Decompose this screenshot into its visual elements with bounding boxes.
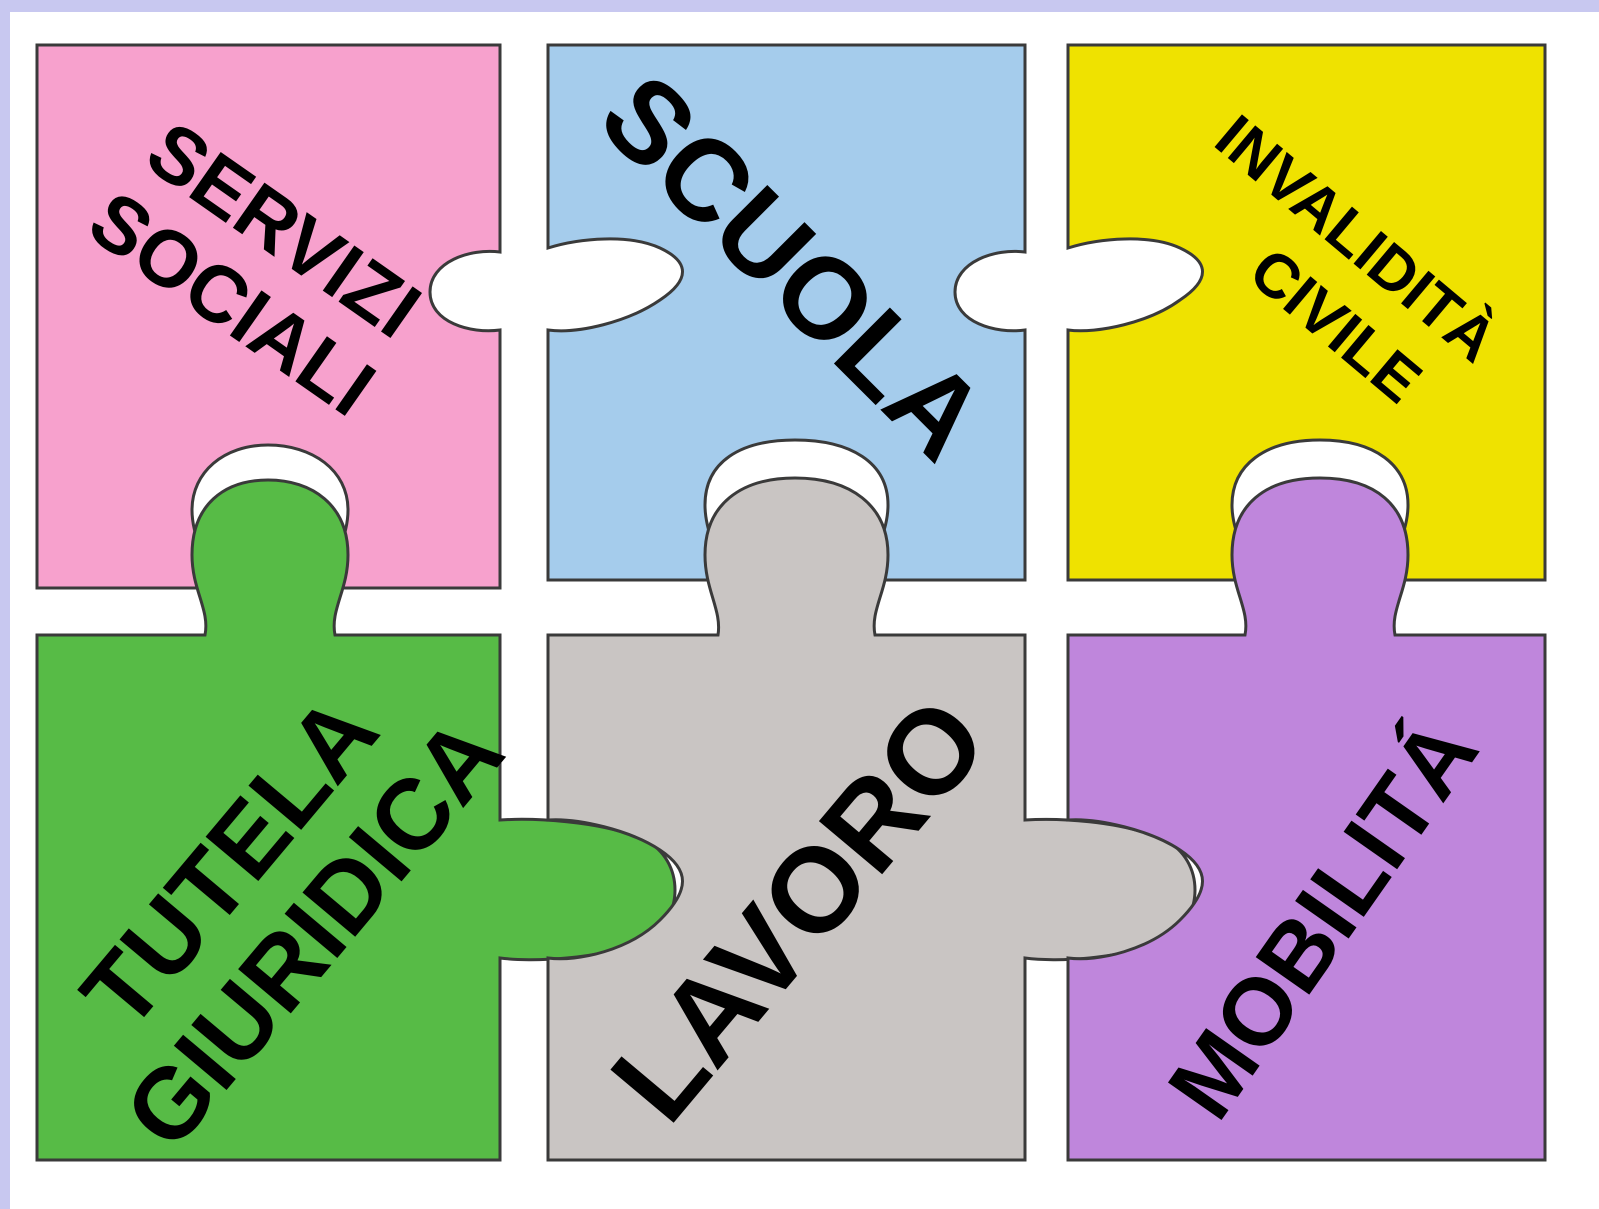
puzzle-piece-mobilita: MOBILITÁ	[1066, 476, 1547, 1162]
puzzle-piece-tutela-giuridica: TUTELA GIURIDICA	[35, 478, 677, 1169]
puzzle-piece-scuola: SCUOLA	[546, 43, 1027, 582]
puzzle-piece-invalidita-civile: INVALIDITÀ CIVILE	[1066, 43, 1547, 582]
piece-shape-scuola	[546, 43, 1027, 582]
piece-shape-servizi-sociali	[35, 43, 502, 590]
piece-shape-mobilita	[1066, 476, 1547, 1162]
puzzle-piece-servizi-sociali: SERVIZI SOCIALI	[35, 43, 502, 590]
